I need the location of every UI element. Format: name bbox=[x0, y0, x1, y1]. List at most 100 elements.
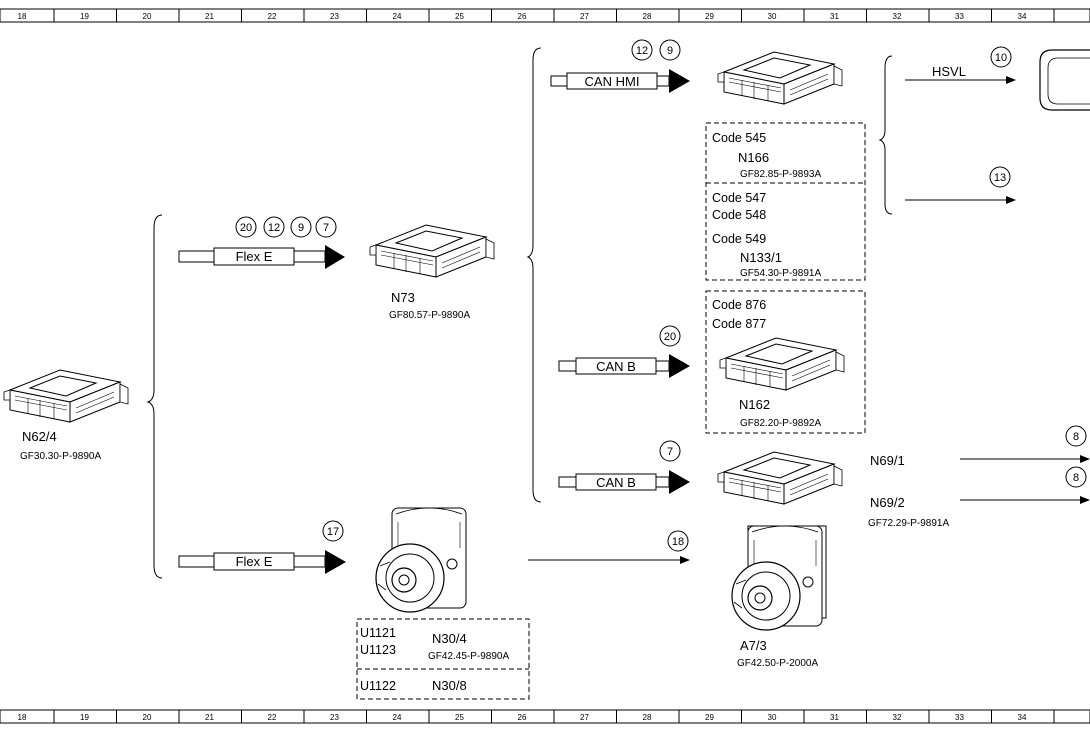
ruler-label-top: 19 bbox=[80, 12, 89, 21]
svg-text:18: 18 bbox=[672, 536, 684, 548]
n73-ref: GF80.57-P-9890A bbox=[389, 310, 470, 321]
a7-3-unit: A7/3 GF42.50-P-2000A bbox=[731, 525, 827, 669]
n162-ref: GF82.20-P-9892A bbox=[740, 418, 821, 429]
svg-text:7: 7 bbox=[667, 446, 673, 458]
svg-text:9: 9 bbox=[667, 45, 673, 57]
left-bracket bbox=[146, 214, 163, 579]
svg-text:7: 7 bbox=[323, 222, 329, 234]
ruler-label-top: 18 bbox=[18, 12, 27, 21]
n69-ref: GF72.29-P-9891A bbox=[868, 518, 949, 529]
can-hmi-label: CAN HMI bbox=[585, 74, 640, 89]
ruler-label-bottom: 32 bbox=[893, 713, 902, 722]
a7-3-ref: GF42.50-P-2000A bbox=[737, 658, 818, 669]
hsvl-label: HSVL bbox=[932, 64, 966, 79]
svg-text:8: 8 bbox=[1073, 431, 1079, 443]
ref-17: 17 bbox=[327, 526, 339, 538]
svg-text:12: 12 bbox=[268, 222, 280, 234]
ruler-label-top: 28 bbox=[643, 12, 652, 21]
ref-18-arrow: 18 bbox=[528, 530, 690, 564]
code-547: Code 547 bbox=[712, 191, 766, 205]
ruler-label-bottom: 27 bbox=[580, 713, 589, 722]
n166-box: Code 545 N166 GF82.85-P-9893A Code 547 C… bbox=[705, 122, 866, 281]
svg-text:10: 10 bbox=[995, 52, 1007, 64]
code-548: Code 548 bbox=[712, 208, 766, 222]
code-549: Code 549 bbox=[712, 232, 766, 246]
ruler-label-bottom: 20 bbox=[143, 713, 152, 722]
code-876: Code 876 bbox=[712, 298, 766, 312]
ruler-label-top: 25 bbox=[455, 12, 464, 21]
ruler-label-top: 29 bbox=[705, 12, 714, 21]
ruler-label-top: 23 bbox=[330, 12, 339, 21]
ruler-label-top: 26 bbox=[518, 12, 527, 21]
ruler-label-bottom: 23 bbox=[330, 713, 339, 722]
ref-8-lower-arrow: 8 bbox=[960, 466, 1090, 504]
ruler-label-bottom: 18 bbox=[18, 713, 27, 722]
n30-box: U1121 U1123 N30/4 GF42.45-P-9890A U1122 … bbox=[356, 618, 530, 700]
n166-ref: GF82.85-P-9893A bbox=[740, 169, 821, 180]
flex-e-bottom-label: Flex E bbox=[236, 554, 273, 569]
n166-name: N166 bbox=[738, 150, 769, 165]
svg-text:9: 9 bbox=[298, 222, 304, 234]
n62-4-name: N62/4 bbox=[22, 429, 57, 444]
ruler-label-bottom: 26 bbox=[518, 713, 527, 722]
ref-8-upper-arrow: 8 bbox=[960, 425, 1090, 463]
svg-text:8: 8 bbox=[1073, 472, 1079, 484]
ruler-label-bottom: 30 bbox=[768, 713, 777, 722]
n73-module: N73 GF80.57-P-9890A bbox=[369, 224, 495, 321]
ruler-label-top: 30 bbox=[768, 12, 777, 21]
ruler-label-bottom: 19 bbox=[80, 713, 89, 722]
n133-1-ref: GF54.30-P-9891A bbox=[740, 268, 821, 279]
n30-code-u1123: U1123 bbox=[360, 643, 396, 657]
flex-e-top-label: Flex E bbox=[236, 249, 273, 264]
n69-module: N69/1 N69/2 GF72.29-P-9891A bbox=[717, 451, 949, 529]
n62-4-ref: GF30.30-P-9890A bbox=[20, 451, 101, 462]
ruler-label-top: 33 bbox=[955, 12, 964, 21]
n69-1-name: N69/1 bbox=[870, 453, 905, 468]
hsvl-arrow: HSVL 10 bbox=[905, 46, 1016, 84]
flex-e-top-refs: 20 12 9 7 bbox=[235, 216, 337, 238]
n30-code-u1121: U1121 bbox=[360, 626, 396, 640]
can-b-lower-label: CAN B bbox=[596, 475, 636, 490]
n162-box: Code 876 Code 877 N162 GF82.20-P-9892A bbox=[705, 290, 866, 434]
flex-e-top-connector: Flex E 20 12 9 7 bbox=[178, 216, 345, 269]
n30-4-name: N30/4 bbox=[432, 631, 467, 646]
ruler-label-bottom: 25 bbox=[455, 713, 464, 722]
svg-text:13: 13 bbox=[994, 172, 1006, 184]
svg-text:12: 12 bbox=[636, 45, 648, 57]
n30-pump bbox=[375, 507, 467, 613]
ruler-label-bottom: 31 bbox=[830, 713, 839, 722]
svg-text:20: 20 bbox=[240, 222, 252, 234]
a7-3-name: A7/3 bbox=[740, 638, 767, 653]
n30-4-ref: GF42.45-P-9890A bbox=[428, 651, 509, 662]
ruler-label-bottom: 33 bbox=[955, 713, 964, 722]
ruler-label-top: 22 bbox=[268, 12, 277, 21]
n30-8-name: N30/8 bbox=[432, 678, 467, 693]
ruler-label-top: 27 bbox=[580, 12, 589, 21]
n69-2-name: N69/2 bbox=[870, 495, 905, 510]
ruler-label-bottom: 24 bbox=[393, 713, 402, 722]
code-877: Code 877 bbox=[712, 317, 766, 331]
n162-name: N162 bbox=[739, 397, 770, 412]
can-b-upper-label: CAN B bbox=[596, 359, 636, 374]
ruler-label-top: 20 bbox=[143, 12, 152, 21]
can-hmi-connector: CAN HMI 12 9 bbox=[550, 39, 690, 93]
ruler-label-top: 32 bbox=[893, 12, 902, 21]
can-b-lower-connector: CAN B 7 bbox=[558, 440, 690, 494]
can-b-upper-connector: CAN B 20 bbox=[558, 325, 690, 378]
n62-4-module: N62/4 GF30.30-P-9890A bbox=[3, 369, 129, 462]
ruler-label-bottom: 22 bbox=[268, 713, 277, 722]
ruler-label-bottom: 28 bbox=[643, 713, 652, 722]
flex-e-bottom-connector: Flex E 17 bbox=[178, 520, 346, 574]
ruler-label-top: 24 bbox=[393, 12, 402, 21]
display-unit bbox=[1039, 49, 1090, 111]
ruler-label-bottom: 21 bbox=[205, 713, 214, 722]
ruler-label-top: 34 bbox=[1018, 12, 1027, 21]
right-bracket bbox=[878, 55, 893, 215]
svg-text:20: 20 bbox=[664, 331, 676, 343]
middle-bracket bbox=[526, 47, 542, 503]
ruler-label-bottom: 29 bbox=[705, 713, 714, 722]
hmi-module bbox=[717, 51, 843, 105]
